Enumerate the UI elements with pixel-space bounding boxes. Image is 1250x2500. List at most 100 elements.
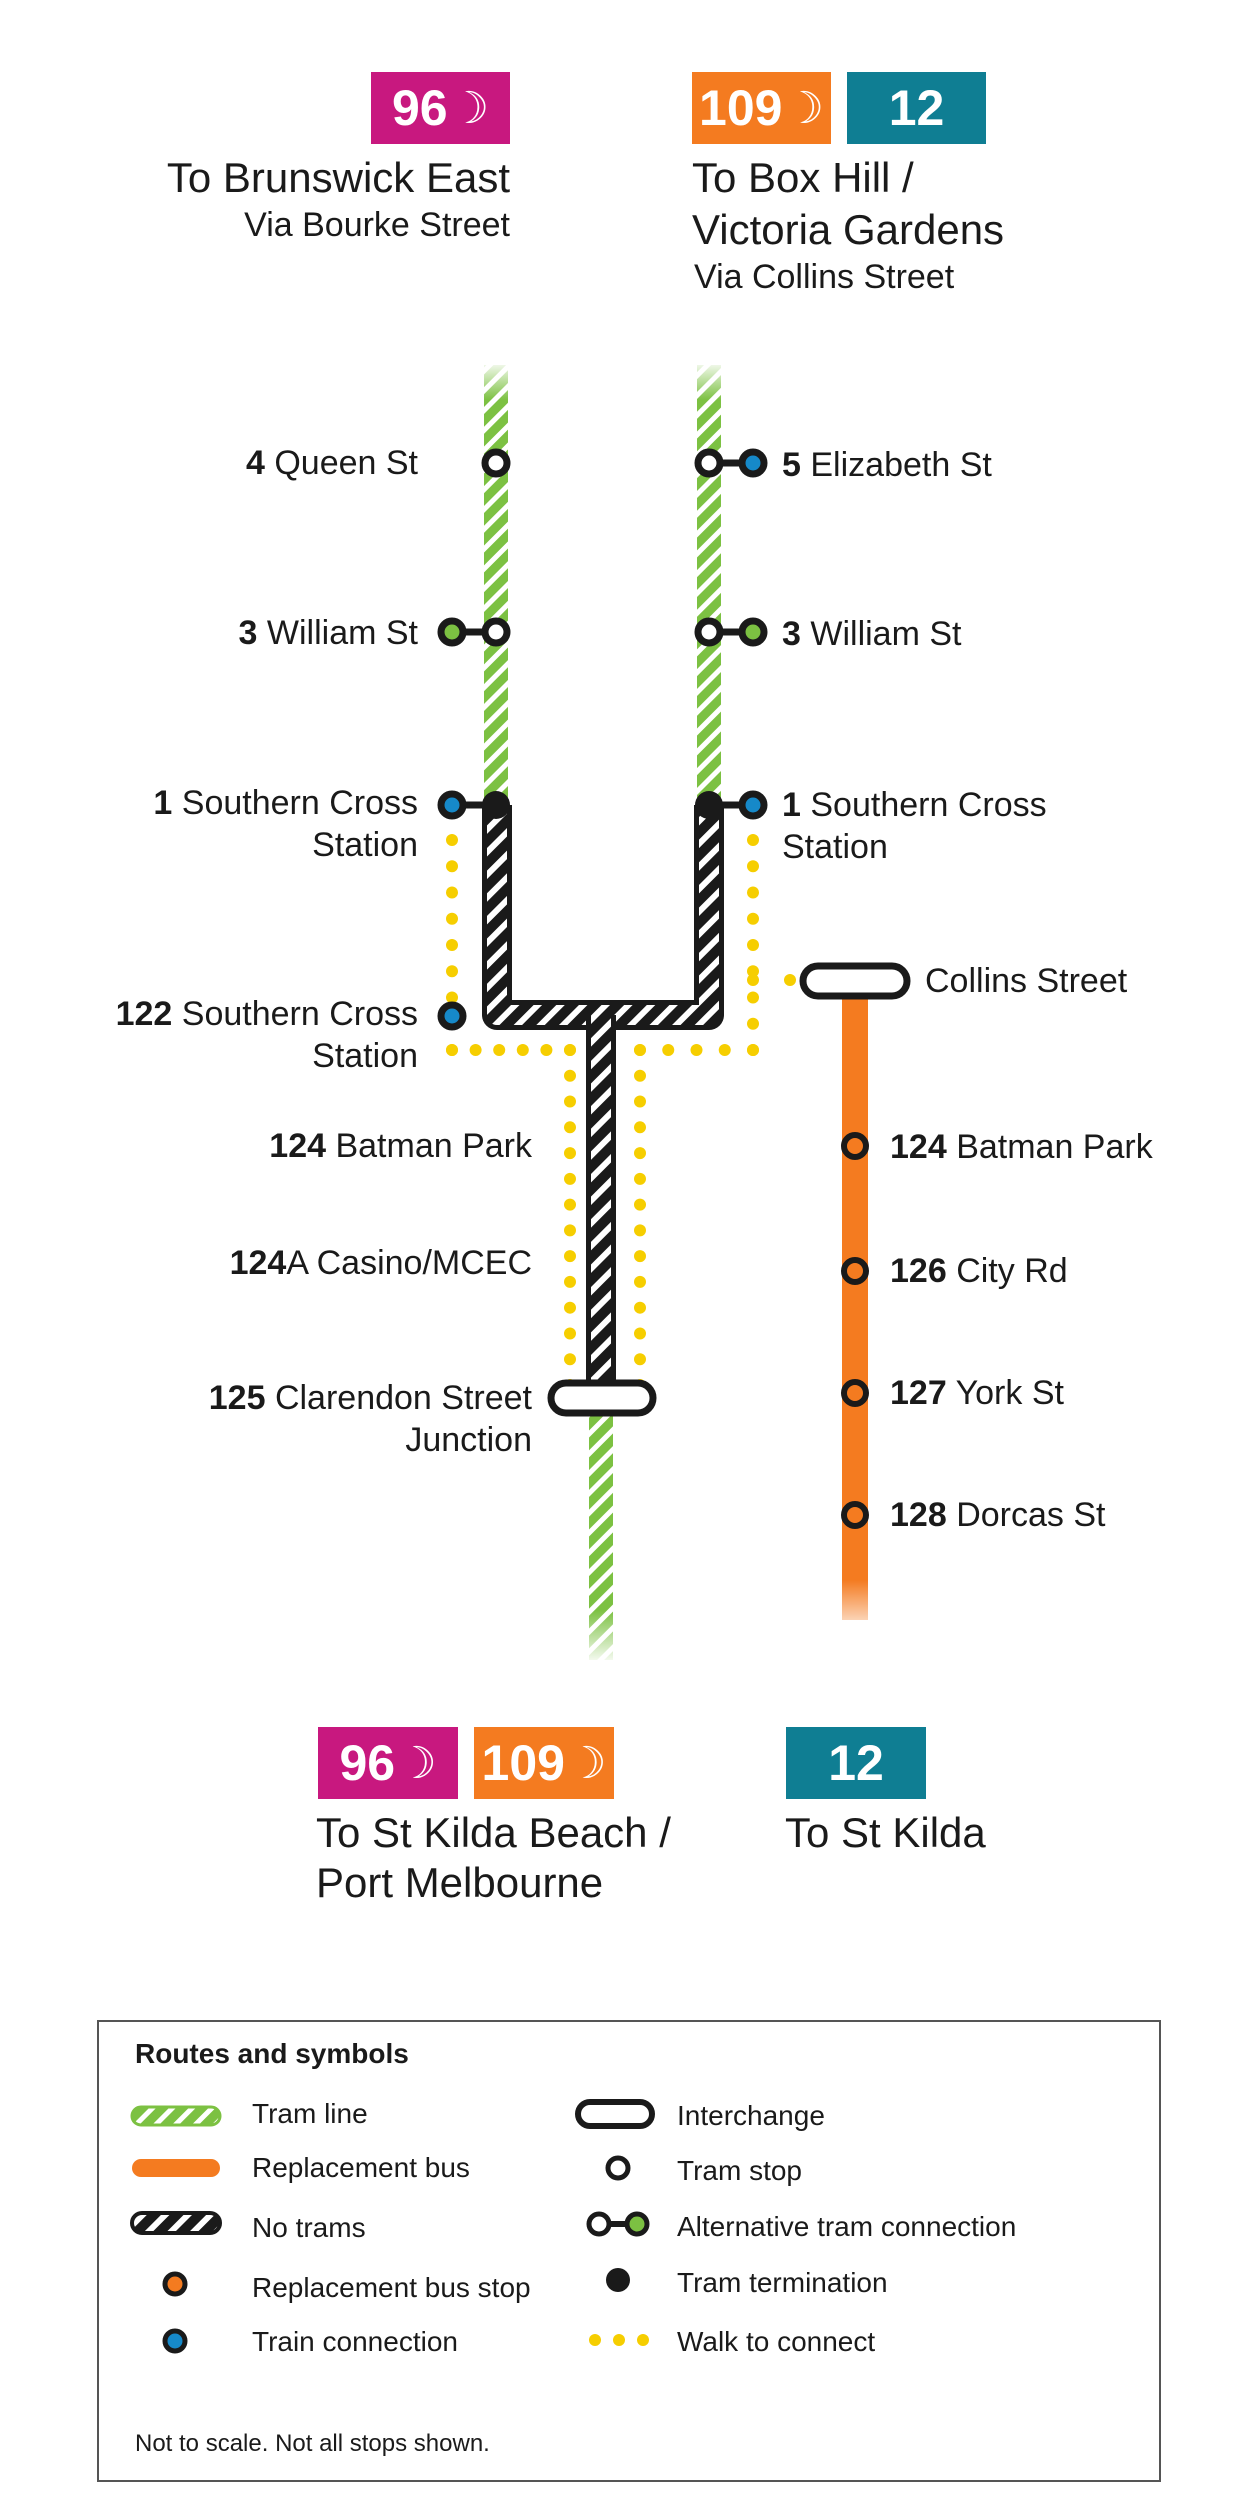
no-trams-section xyxy=(482,805,724,1400)
route-number: 96 xyxy=(391,80,448,136)
replacement-bus-stop-icon xyxy=(841,1379,869,1407)
walk-dot xyxy=(634,1198,646,1211)
stop-label-queen-st: 4 Queen St xyxy=(245,444,418,482)
alternative-tram-connection-icon xyxy=(437,617,467,647)
legend-title: Routes and symbols xyxy=(135,2038,409,2069)
interchange-collins-street xyxy=(799,962,911,1000)
walk-dot xyxy=(634,1095,646,1108)
walk-dot xyxy=(564,1121,576,1134)
legend-icons xyxy=(130,2099,655,2354)
walk-to-connect-icon xyxy=(589,2334,601,2346)
destination-st-kilda-beach-line2: Port Melbourne xyxy=(316,1859,604,1906)
legend-label-tram-termination: Tram termination xyxy=(677,2267,888,2298)
walk-dot xyxy=(747,965,759,978)
walk-dot xyxy=(747,834,759,846)
legend-label-replacement-bus: Replacement bus xyxy=(252,2152,470,2183)
walk-dot xyxy=(564,1198,576,1211)
legend-label-no-trams: No trams xyxy=(252,2212,366,2243)
walk-dot xyxy=(747,991,759,1004)
destination-box-hill-line2: Victoria Gardens xyxy=(692,206,1005,253)
tram-line-icon xyxy=(130,2105,222,2127)
stop-label-william-st-right: 3 William St xyxy=(782,615,962,653)
walk-dot xyxy=(564,1095,576,1108)
legend-label-interchange: Interchange xyxy=(677,2100,825,2131)
route-badge-109-top: 109☽ xyxy=(692,72,831,144)
interchange-icon xyxy=(575,2099,655,2129)
night-moon-icon: ☽ xyxy=(566,1738,607,1788)
walk-dot xyxy=(634,1327,646,1340)
no-trams-icon xyxy=(130,2211,222,2235)
walk-dot xyxy=(446,965,458,978)
walk-dot xyxy=(690,1044,703,1056)
walk-dot xyxy=(446,912,458,925)
night-moon-icon: ☽ xyxy=(784,83,824,133)
legend-box: Routes and symbols Not to scale. Not all… xyxy=(97,2020,1161,2482)
walk-dot xyxy=(634,1250,646,1263)
route-number: 12 xyxy=(828,1735,884,1791)
night-moon-icon: ☽ xyxy=(397,1738,437,1788)
route-badge-96-top: 96☽ xyxy=(371,72,510,144)
via-collins-street: Via Collins Street xyxy=(694,258,955,296)
tram-stop-elizabeth-st xyxy=(694,448,724,478)
walk-dot xyxy=(564,1069,576,1082)
walk-dot xyxy=(446,886,458,899)
walk-dot xyxy=(747,1044,759,1056)
route-number: 109 xyxy=(699,80,783,136)
alternative-tram-connection-icon xyxy=(738,617,768,647)
train-connection-icon xyxy=(437,790,467,820)
walk-dot xyxy=(446,834,458,846)
walk-dot xyxy=(634,1121,646,1134)
walk-dot xyxy=(564,1044,576,1056)
replacement-bus-stop-icon xyxy=(841,1132,869,1160)
walk-dot xyxy=(446,991,458,1004)
legend-label-replacement-bus-stop: Replacement bus stop xyxy=(252,2272,531,2303)
destination-st-kilda: To St Kilda xyxy=(785,1809,986,1856)
legend-label-tram-line: Tram line xyxy=(252,2098,368,2129)
walk-dot xyxy=(747,974,759,986)
walk-dot xyxy=(634,1301,646,1314)
tram-termination-icon xyxy=(606,2268,630,2292)
walk-dot xyxy=(747,886,759,899)
walk-dot xyxy=(784,974,796,986)
tram-stop-william-st-right xyxy=(694,617,724,647)
walk-dot xyxy=(747,939,759,951)
replacement-bus-stop-icon xyxy=(841,1257,869,1285)
walk-dot xyxy=(564,1172,576,1185)
route-number: 96 xyxy=(339,1735,396,1791)
walk-dot xyxy=(446,1044,458,1056)
tram-termination-left xyxy=(482,791,510,819)
bus-label-dorcas-st: 128 Dorcas St xyxy=(890,1496,1106,1534)
bus-label-batman-park: 124 Batman Park xyxy=(890,1128,1153,1166)
walk-dot xyxy=(634,1147,646,1160)
bus-label-collins-street: Collins Street xyxy=(925,962,1128,1000)
tram-stop-william-st-left xyxy=(481,617,511,647)
walk-dot xyxy=(634,1172,646,1185)
stop-label-william-st-left: 3 William St xyxy=(238,614,418,652)
train-connection-icon xyxy=(437,1001,467,1031)
route-badge-12-bottom: 12 xyxy=(786,1727,926,1799)
alternative-tram-connection-icon xyxy=(586,2211,612,2237)
walk-dot xyxy=(634,1353,646,1366)
walk-dot xyxy=(564,1224,576,1237)
destination-box-hill-line1: To Box Hill / xyxy=(692,154,914,201)
tram-stop-queen-st-left xyxy=(481,448,511,478)
walk-dot xyxy=(469,1044,482,1056)
route-number: 12 xyxy=(888,80,945,136)
replacement-bus-stop-icon xyxy=(162,2271,188,2297)
tram-termination-right xyxy=(695,791,723,819)
stop-label-batman-park-left: 124 Batman Park xyxy=(269,1127,532,1165)
via-bourke-street: Via Bourke Street xyxy=(244,206,510,244)
walk-dot xyxy=(634,1044,646,1056)
walk-dot xyxy=(540,1044,553,1056)
walk-dot xyxy=(747,1017,759,1030)
destination-brunswick-east: To Brunswick East xyxy=(166,154,510,201)
route-badge-96-bottom: 96☽ xyxy=(318,1727,458,1799)
walk-dot xyxy=(564,1147,576,1160)
route-badge-109-bottom: 109☽ xyxy=(474,1727,614,1799)
replacement-bus-stop-icon xyxy=(841,1501,869,1529)
walk-dot xyxy=(634,1224,646,1237)
